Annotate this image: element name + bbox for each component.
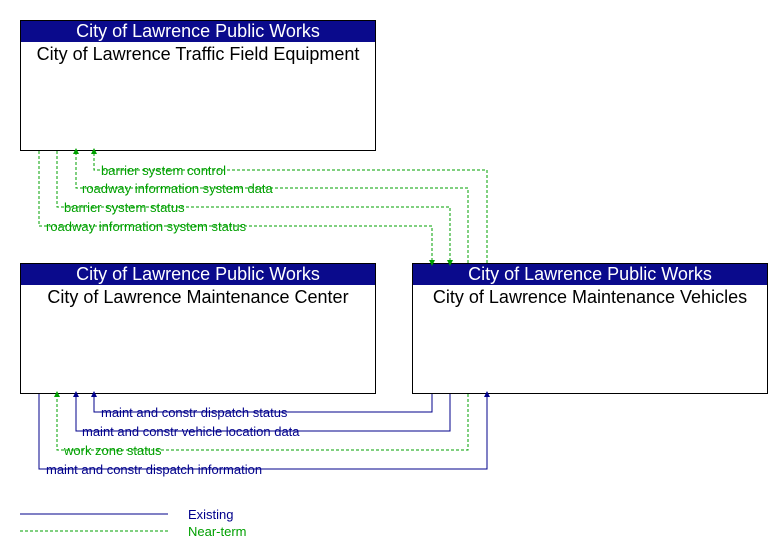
flow-label: barrier system status	[64, 200, 185, 215]
flow-roadway-information-system-status[interactable]: roadway information system status	[38, 151, 435, 266]
flow-maint-and-constr-vehicle-location-data[interactable]: maint and constr vehicle location data	[73, 391, 451, 439]
node-name: City of Lawrence Traffic Field Equipment	[36, 44, 360, 64]
flow-maint-and-constr-dispatch-status[interactable]: maint and constr dispatch status	[91, 391, 433, 420]
flow-label: roadway information system status	[46, 219, 247, 234]
flow-label: maint and constr dispatch status	[101, 405, 288, 420]
flow-barrier-system-control[interactable]: barrier system control	[91, 148, 488, 263]
legend-near-term-label: Near-term	[188, 524, 247, 539]
flow-label: roadway information system data	[82, 181, 274, 196]
flow-label: barrier system control	[101, 163, 226, 178]
node-traffic-field-equipment[interactable]: City of Lawrence Public Works City of La…	[20, 20, 376, 151]
flow-barrier-system-status[interactable]: barrier system status	[56, 151, 453, 266]
node-name: City of Lawrence Maintenance Vehicles	[432, 287, 748, 307]
node-owner-header: City of Lawrence Public Works	[21, 21, 375, 42]
legend-existing-label: Existing	[188, 507, 234, 522]
node-owner-header: City of Lawrence Public Works	[21, 264, 375, 285]
node-owner-header: City of Lawrence Public Works	[413, 264, 767, 285]
flow-maint-and-constr-dispatch-information[interactable]: maint and constr dispatch information	[38, 391, 490, 477]
flow-roadway-information-system-data[interactable]: roadway information system data	[73, 148, 469, 263]
node-maintenance-center[interactable]: City of Lawrence Public Works City of La…	[20, 263, 376, 394]
flow-label: maint and constr vehicle location data	[82, 424, 300, 439]
flow-work-zone-status[interactable]: work zone status	[54, 391, 469, 458]
flow-label: work zone status	[63, 443, 162, 458]
node-maintenance-vehicles[interactable]: City of Lawrence Public Works City of La…	[412, 263, 768, 394]
legend: Existing Near-term	[20, 507, 247, 539]
node-name: City of Lawrence Maintenance Center	[47, 287, 349, 307]
flow-label: maint and constr dispatch information	[46, 462, 262, 477]
